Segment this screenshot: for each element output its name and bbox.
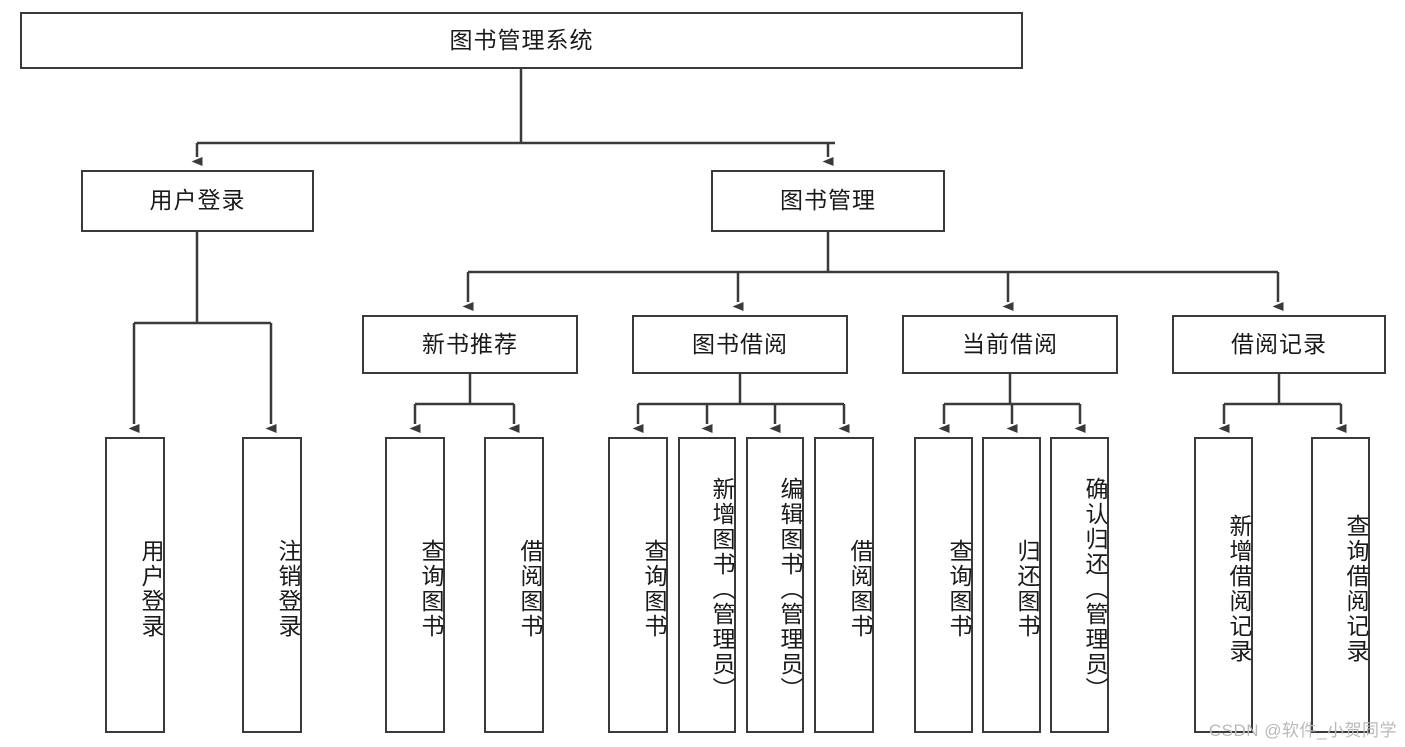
leaf-query-book-current-label: 查询图书 [946, 539, 972, 639]
node-book-borrow[interactable]: 图书借阅 [632, 315, 848, 374]
leaf-add-borrow-record[interactable]: 新增借阅记录 [1194, 437, 1253, 733]
node-current-borrow[interactable]: 当前借阅 [902, 315, 1118, 374]
leaf-query-book-recommend[interactable]: 查询图书 [385, 437, 445, 733]
leaf-add-book-label: 新增图书（管理员） [709, 476, 735, 702]
leaf-confirm-return[interactable]: 确认归还（管理员） [1050, 437, 1109, 733]
leaf-borrow-book-recommend[interactable]: 借阅图书 [484, 437, 544, 733]
node-borrow-record[interactable]: 借阅记录 [1172, 315, 1386, 374]
leaf-query-borrow-record[interactable]: 查询借阅记录 [1311, 437, 1370, 733]
watermark: CSDN @软件_小贺同学 [1208, 721, 1397, 740]
leaf-query-book-recommend-label: 查询图书 [418, 539, 444, 639]
leaf-borrow-book-recommend-label: 借阅图书 [517, 539, 543, 639]
leaf-borrow-book[interactable]: 借阅图书 [814, 437, 874, 733]
node-root-label: 图书管理系统 [449, 26, 594, 53]
leaf-add-book[interactable]: 新增图书（管理员） [678, 437, 736, 733]
node-book-manage[interactable]: 图书管理 [711, 170, 945, 232]
leaf-logout[interactable]: 注销登录 [242, 437, 302, 733]
leaf-user-login-label: 用户登录 [138, 539, 164, 639]
node-root[interactable]: 图书管理系统 [20, 12, 1023, 69]
leaf-add-borrow-record-label: 新增借阅记录 [1226, 514, 1252, 664]
node-new-book-recommend-label: 新书推荐 [422, 330, 518, 357]
node-current-borrow-label: 当前借阅 [962, 330, 1058, 357]
node-user-login-label: 用户登录 [149, 187, 246, 214]
leaf-borrow-book-label: 借阅图书 [847, 539, 873, 639]
leaf-query-book-borrow-label: 查询图书 [641, 539, 667, 639]
leaf-edit-book[interactable]: 编辑图书（管理员） [746, 437, 804, 733]
leaf-confirm-return-label: 确认归还（管理员） [1082, 476, 1108, 702]
node-book-manage-label: 图书管理 [780, 187, 876, 214]
leaf-query-book-borrow[interactable]: 查询图书 [608, 437, 668, 733]
node-borrow-record-label: 借阅记录 [1231, 330, 1327, 357]
node-user-login[interactable]: 用户登录 [81, 170, 314, 232]
leaf-user-login[interactable]: 用户登录 [105, 437, 165, 733]
leaf-query-borrow-record-label: 查询借阅记录 [1343, 514, 1369, 664]
node-book-borrow-label: 图书借阅 [692, 330, 788, 357]
leaf-return-book[interactable]: 归还图书 [982, 437, 1041, 733]
leaf-query-book-current[interactable]: 查询图书 [914, 437, 973, 733]
leaf-logout-label: 注销登录 [275, 539, 301, 639]
node-new-book-recommend[interactable]: 新书推荐 [362, 315, 578, 374]
leaf-return-book-label: 归还图书 [1014, 539, 1040, 639]
leaf-edit-book-label: 编辑图书（管理员） [777, 476, 803, 702]
